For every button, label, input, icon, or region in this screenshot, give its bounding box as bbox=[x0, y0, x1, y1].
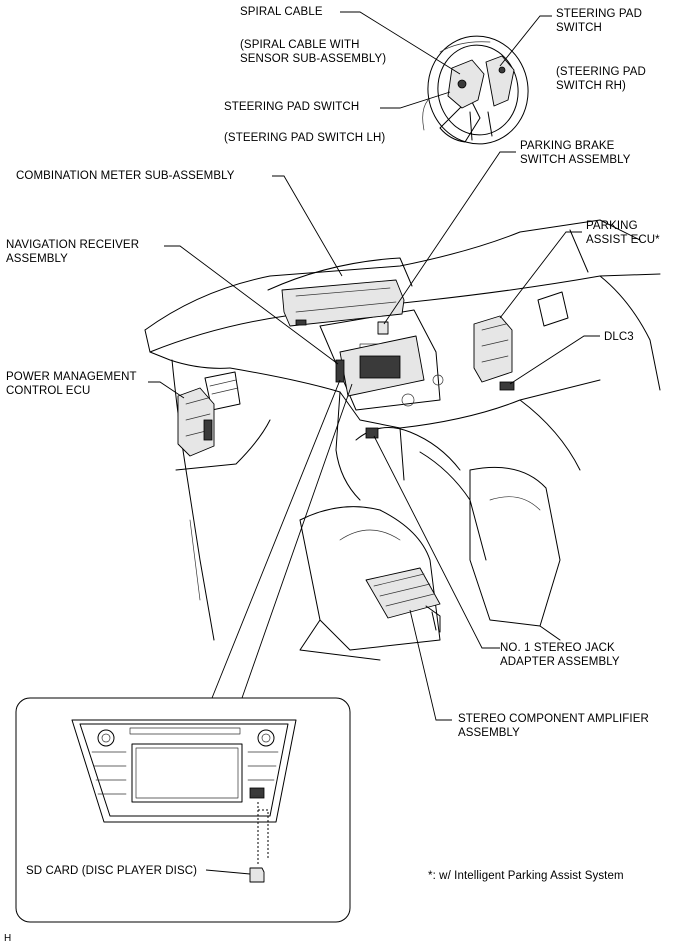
label-steering-pad-switch-rh-note-line2: SWITCH RH) bbox=[556, 80, 626, 92]
label-stereo-jack-adapter-line1: NO. 1 STEREO JACK bbox=[500, 642, 615, 654]
corner-mark: H bbox=[4, 932, 11, 946]
label-spiral-cable-note-line2: SENSOR SUB-ASSEMBLY) bbox=[240, 53, 387, 65]
label-combination-meter-text: COMBINATION METER SUB-ASSEMBLY bbox=[16, 170, 235, 182]
label-stereo-amplifier: STEREO COMPONENT AMPLIFIER ASSEMBLY bbox=[458, 712, 649, 740]
parking-brake-switch-part bbox=[377, 321, 389, 335]
navigation-receiver-part bbox=[335, 335, 425, 397]
leader-lines bbox=[148, 11, 600, 721]
label-power-management-ecu: POWER MANAGEMENT CONTROL ECU bbox=[6, 370, 137, 398]
label-steering-pad-switch-lh-text: STEERING PAD SWITCH bbox=[224, 101, 360, 113]
label-stereo-amplifier-line2: ASSEMBLY bbox=[458, 727, 520, 739]
navigation-detail-inset bbox=[15, 697, 351, 923]
combination-meter-part bbox=[281, 279, 405, 327]
label-stereo-amplifier-line1: STEREO COMPONENT AMPLIFIER bbox=[458, 713, 649, 725]
label-sd-card-text: SD CARD (DISC PLAYER DISC) bbox=[26, 865, 198, 877]
label-steering-pad-switch-rh: STEERING PAD SWITCH bbox=[556, 7, 642, 35]
label-combination-meter: COMBINATION METER SUB-ASSEMBLY bbox=[16, 169, 235, 183]
power-management-ecu-part bbox=[177, 387, 215, 457]
label-parking-brake-switch-line2: SWITCH ASSEMBLY bbox=[520, 154, 631, 166]
label-steering-pad-switch-rh-line2: SWITCH bbox=[556, 22, 602, 34]
footnote-text: *: w/ Intelligent Parking Assist System bbox=[428, 870, 624, 882]
label-steering-pad-switch-rh-line1: STEERING PAD bbox=[556, 8, 642, 20]
corner-mark-text: H bbox=[4, 933, 12, 944]
dlc3-part bbox=[499, 381, 515, 391]
label-dlc3-text: DLC3 bbox=[604, 331, 634, 343]
steering-wheel-illustration bbox=[422, 35, 529, 145]
label-steering-pad-switch-lh-note-text: (STEERING PAD SWITCH LH) bbox=[224, 132, 386, 144]
label-parking-brake-switch-line1: PARKING BRAKE bbox=[520, 140, 615, 152]
label-steering-pad-switch-lh-note: (STEERING PAD SWITCH LH) bbox=[224, 131, 385, 145]
parking-assist-ecu-part bbox=[473, 315, 513, 383]
label-spiral-cable-note-line1: (SPIRAL CABLE WITH bbox=[240, 39, 360, 51]
label-spiral-cable-text: SPIRAL CABLE bbox=[240, 6, 323, 18]
label-spiral-cable-note: (SPIRAL CABLE WITH SENSOR SUB-ASSEMBLY) bbox=[240, 38, 386, 66]
label-parking-assist-ecu: PARKING ASSIST ECU* bbox=[586, 219, 660, 247]
label-dlc3: DLC3 bbox=[604, 330, 634, 344]
label-parking-assist-ecu-line2: ASSIST ECU* bbox=[586, 234, 660, 246]
label-navigation-receiver: NAVIGATION RECEIVER ASSEMBLY bbox=[6, 238, 139, 266]
label-parking-assist-ecu-line1: PARKING bbox=[586, 220, 638, 232]
label-steering-pad-switch-rh-note: (STEERING PAD SWITCH RH) bbox=[556, 65, 646, 93]
label-spiral-cable: SPIRAL CABLE bbox=[240, 5, 323, 19]
label-stereo-jack-adapter: NO. 1 STEREO JACK ADAPTER ASSEMBLY bbox=[500, 641, 620, 669]
footnote: *: w/ Intelligent Parking Assist System bbox=[428, 869, 624, 883]
label-power-management-ecu-line1: POWER MANAGEMENT bbox=[6, 371, 137, 383]
stereo-amplifier-part bbox=[365, 567, 441, 633]
label-power-management-ecu-line2: CONTROL ECU bbox=[6, 385, 91, 397]
label-stereo-jack-adapter-line2: ADAPTER ASSEMBLY bbox=[500, 656, 620, 668]
label-steering-pad-switch-rh-note-line1: (STEERING PAD bbox=[556, 66, 646, 78]
label-parking-brake-switch: PARKING BRAKE SWITCH ASSEMBLY bbox=[520, 139, 631, 167]
label-navigation-receiver-line1: NAVIGATION RECEIVER bbox=[6, 239, 140, 251]
label-navigation-receiver-line2: ASSEMBLY bbox=[6, 253, 68, 265]
stereo-jack-adapter-part bbox=[365, 427, 379, 439]
label-steering-pad-switch-lh: STEERING PAD SWITCH bbox=[224, 100, 359, 114]
label-sd-card: SD CARD (DISC PLAYER DISC) bbox=[26, 864, 197, 878]
